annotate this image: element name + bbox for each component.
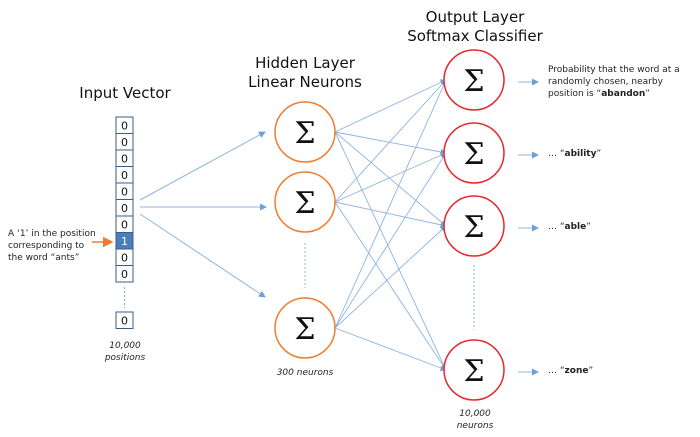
input-to-hidden-arrow (139, 213, 266, 298)
hidden-to-output-connection (334, 201, 447, 371)
input-cell-value: 0 (121, 186, 128, 199)
input-cell-value: 1 (121, 235, 128, 248)
output-label-zone: … “zone” (548, 366, 594, 376)
hidden-to-output-connection (334, 201, 447, 228)
input-cell-value: 0 (121, 219, 128, 232)
input-cell-value: 0 (121, 136, 128, 149)
hidden-to-output-connection (334, 131, 447, 156)
sigma-icon: Σ (463, 137, 484, 172)
sigma-icon: Σ (294, 116, 315, 151)
output-label-abandon: Probability that the word at a randomly … (548, 65, 680, 99)
sigma-icon: Σ (463, 210, 484, 245)
hidden-to-output-connection (334, 131, 447, 371)
hidden-to-output-connection (334, 152, 447, 329)
input-cell-value: 0 (121, 120, 128, 133)
hidden-to-output-connection (334, 131, 447, 227)
input-cell-value: 0 (121, 315, 128, 328)
input-cell-value: 0 (121, 169, 128, 182)
input-cell-value: 0 (121, 268, 128, 281)
sigma-icon: Σ (294, 312, 315, 347)
hidden-neuron (274, 297, 336, 359)
hidden-neuron (274, 101, 336, 163)
input-cell-last (115, 311, 134, 329)
input-cell-value: 0 (121, 252, 128, 265)
input-cell (115, 265, 134, 283)
output-neuron (443, 122, 505, 184)
hidden-layer-title: Hidden Layer (255, 54, 355, 72)
sigma-icon: Σ (294, 186, 315, 221)
output-size-caption-unit: neurons (456, 421, 494, 431)
hidden-to-output-connection (334, 79, 447, 203)
sigma-icon: Σ (463, 354, 484, 389)
hidden-neuron (274, 171, 336, 233)
hidden-to-output-connection (334, 225, 447, 329)
hidden-to-output-connection (334, 327, 447, 372)
input-size-caption-unit: positions (104, 353, 146, 363)
sigma-icon: Σ (463, 64, 484, 99)
input-cell-value: 0 (121, 153, 128, 166)
hidden-to-output-connection (334, 79, 447, 133)
output-label-able: … “able” (548, 222, 591, 232)
one-hot-annotation: A ‘1’ in the position corresponding to t… (8, 229, 96, 263)
output-layer-title: Output Layer (425, 8, 525, 26)
input-size-caption: 10,000 (109, 341, 141, 351)
output-neuron (443, 49, 505, 111)
hidden-size-caption: 300 neurons (276, 368, 334, 378)
output-label-ability: … “ability” (548, 149, 602, 159)
hidden-to-output-connection (334, 79, 447, 329)
output-size-caption: 10,000 (459, 409, 491, 419)
hidden-layer-subtitle: Linear Neurons (248, 73, 362, 91)
output-layer-subtitle: Softmax Classifier (407, 27, 543, 45)
input-vector-title: Input Vector (79, 84, 171, 102)
input-to-hidden-arrow (139, 131, 266, 201)
output-neuron (443, 195, 505, 257)
output-neuron (443, 339, 505, 401)
input-cell-value: 0 (121, 202, 128, 215)
hidden-to-output-connection (334, 152, 447, 203)
